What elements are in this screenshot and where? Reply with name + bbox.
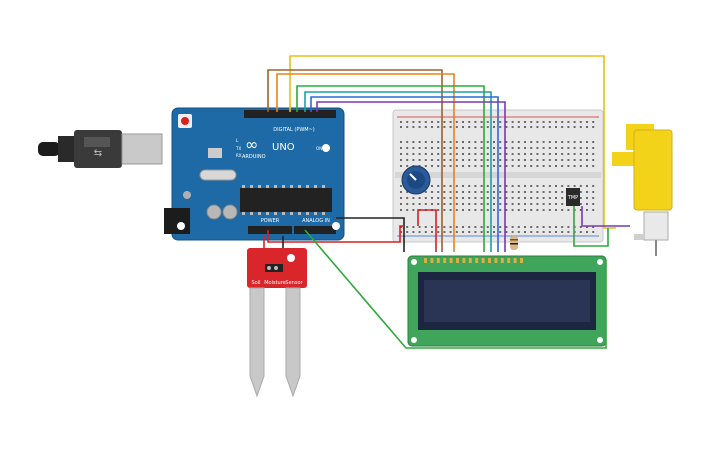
arduino-logo-text: ARDUINO <box>242 154 266 160</box>
wire-teal <box>304 91 492 252</box>
lcd-pin-header <box>424 258 523 263</box>
moisture-label-sensor: Sensor <box>285 280 303 286</box>
wire-black-gnd <box>336 217 405 252</box>
power-header-label: POWER <box>261 218 280 224</box>
wire-red-5v <box>267 225 404 243</box>
digital-header-label: DIGITAL (PWM~) <box>273 127 315 133</box>
arduino-logo-symbol: ∞ <box>245 135 258 154</box>
breadboard-holes <box>400 121 595 233</box>
analog-header-label: ANALOG IN <box>302 218 330 224</box>
wire-red-pot <box>417 209 437 252</box>
wire-purple-motor <box>581 206 630 227</box>
wire-brown <box>267 69 443 252</box>
moisture-label-soil: Soil <box>251 280 260 286</box>
on-label: ON <box>316 146 322 151</box>
moisture-label-moisture: Moisture <box>264 280 286 286</box>
tx-label: TX <box>235 146 241 151</box>
wire-green-sensor <box>304 229 607 349</box>
temperature-sensor-label: TMP <box>567 195 578 201</box>
temperature-sensor: TMP <box>566 188 580 206</box>
usb-cable: ⇆ <box>38 130 163 168</box>
wire-purple <box>316 101 506 252</box>
l-label: L <box>236 138 239 143</box>
arduino-board: DIGITAL (PWM~) ∞ ARDUINO UNO TX RX L ON <box>164 107 345 241</box>
wire-green-temp <box>573 206 609 247</box>
wire-green <box>296 85 485 252</box>
svg-text:⇆: ⇆ <box>94 148 102 159</box>
dc-motor <box>612 124 673 256</box>
soil-moisture-sensor: Soil Moisture Sensor <box>247 248 307 398</box>
resistor <box>510 236 518 250</box>
arduino-model: UNO <box>272 142 295 153</box>
lcd-display <box>407 255 607 347</box>
wires <box>263 55 630 349</box>
wire-blue <box>310 96 499 252</box>
potentiometer <box>401 165 431 195</box>
rx-label: RX <box>236 153 242 158</box>
wire-orange <box>276 73 455 252</box>
